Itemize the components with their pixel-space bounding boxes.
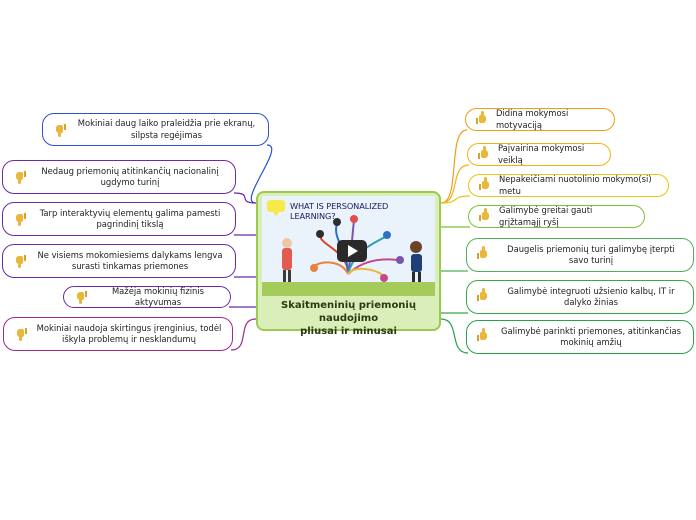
thumbs-down-icon xyxy=(13,170,27,184)
connector-pro xyxy=(440,129,468,204)
pro-text: Galimybė integruoti užsienio kalbų, IT i… xyxy=(507,285,675,307)
con-node-interactive-elements[interactable]: Tarp interaktyvių elementų galima pamest… xyxy=(2,202,236,236)
video-title: WHAT IS PERSONALIZED LEARNING? xyxy=(290,201,389,221)
thumbs-down-icon xyxy=(74,290,88,304)
thumbs-up-icon xyxy=(476,110,490,127)
con-node-physical-activity[interactable]: Mažėja mokinių fizinis aktyvumas xyxy=(63,286,231,308)
connector-pro xyxy=(440,195,471,204)
con-node-screen-time[interactable]: Mokiniai daug laiko praleidžia prie ekra… xyxy=(42,113,269,146)
con-node-different-devices[interactable]: Mokiniai naudoja skirtingus įrenginius, … xyxy=(3,317,233,351)
pro-text: Galimybė greitai gauti grįžtamąjį ryšį xyxy=(499,205,593,227)
con-text: Mažėja mokinių fizinis aktyvumas xyxy=(111,285,205,307)
pro-node-variety[interactable]: Paįvairina mokymosi veiklą xyxy=(467,143,611,166)
pro-node-age-appropriate[interactable]: Galimybė parinkti priemones, atitinkanči… xyxy=(466,320,694,354)
pro-node-integrate-knowledge[interactable]: Galimybė integruoti užsienio kalbų, IT i… xyxy=(466,280,694,314)
connector-pro xyxy=(440,164,470,204)
thumbs-up-icon xyxy=(477,328,491,344)
central-title-line1: Skaitmeninių priemonių naudojimo xyxy=(281,300,416,324)
pro-text: Didina mokymosi motyvaciją xyxy=(496,108,569,130)
connector-con xyxy=(250,144,273,204)
thumbs-down-icon xyxy=(13,254,27,268)
central-title: Skaitmeninių priemonių naudojimo pliusai… xyxy=(258,299,439,338)
con-text: Tarp interaktyvių elementų galima pamest… xyxy=(39,207,221,229)
thumbs-up-icon xyxy=(478,145,492,162)
con-text: Nedaug priemonių atitinkančių nacionalin… xyxy=(41,165,219,187)
pro-node-motivation[interactable]: Didina mokymosi motyvaciją xyxy=(465,108,615,131)
pro-text: Paįvairina mokymosi veiklą xyxy=(498,143,585,165)
con-node-suitable-tools[interactable]: Ne visiems mokomiesiems dalykams lengva … xyxy=(2,244,236,278)
pro-text: Daugelis priemonių turi galimybę įterpti… xyxy=(507,243,675,265)
thumbs-down-icon xyxy=(14,327,28,341)
connector-pro xyxy=(440,318,469,354)
central-title-line2: pliusai ir minusai xyxy=(300,326,397,337)
thumbs-up-icon xyxy=(477,246,491,262)
pro-node-own-content[interactable]: Daugelis priemonių turi galimybę įterpti… xyxy=(466,238,694,272)
con-node-national-curriculum[interactable]: Nedaug priemonių atitinkančių nacionalin… xyxy=(2,160,236,194)
speech-bubble-icon xyxy=(267,200,285,216)
video-illustration xyxy=(282,215,422,287)
pro-node-feedback[interactable]: Galimybė greitai gauti grįžtamąjį ryšį xyxy=(468,205,645,228)
ground-strip xyxy=(262,282,435,296)
pro-text: Galimybė parinkti priemones, atitinkanči… xyxy=(500,325,682,347)
con-text: Mokiniai daug laiko praleidžia prie ekra… xyxy=(77,118,256,140)
thumbs-up-icon xyxy=(479,176,493,193)
pro-text: Nepakeičiami nuotolinio mokymo(si) metu xyxy=(499,174,652,196)
central-topic[interactable]: WHAT IS PERSONALIZED LEARNING? xyxy=(256,191,441,337)
connector-con xyxy=(233,192,257,204)
thumbs-up-icon xyxy=(479,207,493,224)
con-text: Mokiniai naudoja skirtingus įrenginius, … xyxy=(36,322,222,344)
video-thumbnail[interactable]: WHAT IS PERSONALIZED LEARNING? xyxy=(262,196,435,296)
thumbs-down-icon xyxy=(53,123,67,137)
thumbs-down-icon xyxy=(13,212,27,226)
con-text: Ne visiems mokomiesiems dalykams lengva … xyxy=(37,249,223,271)
connector-con xyxy=(230,318,257,351)
pro-node-remote-learning[interactable]: Nepakeičiami nuotolinio mokymo(si) metu xyxy=(468,174,669,197)
thumbs-up-icon xyxy=(477,288,491,304)
play-button[interactable] xyxy=(337,240,367,262)
